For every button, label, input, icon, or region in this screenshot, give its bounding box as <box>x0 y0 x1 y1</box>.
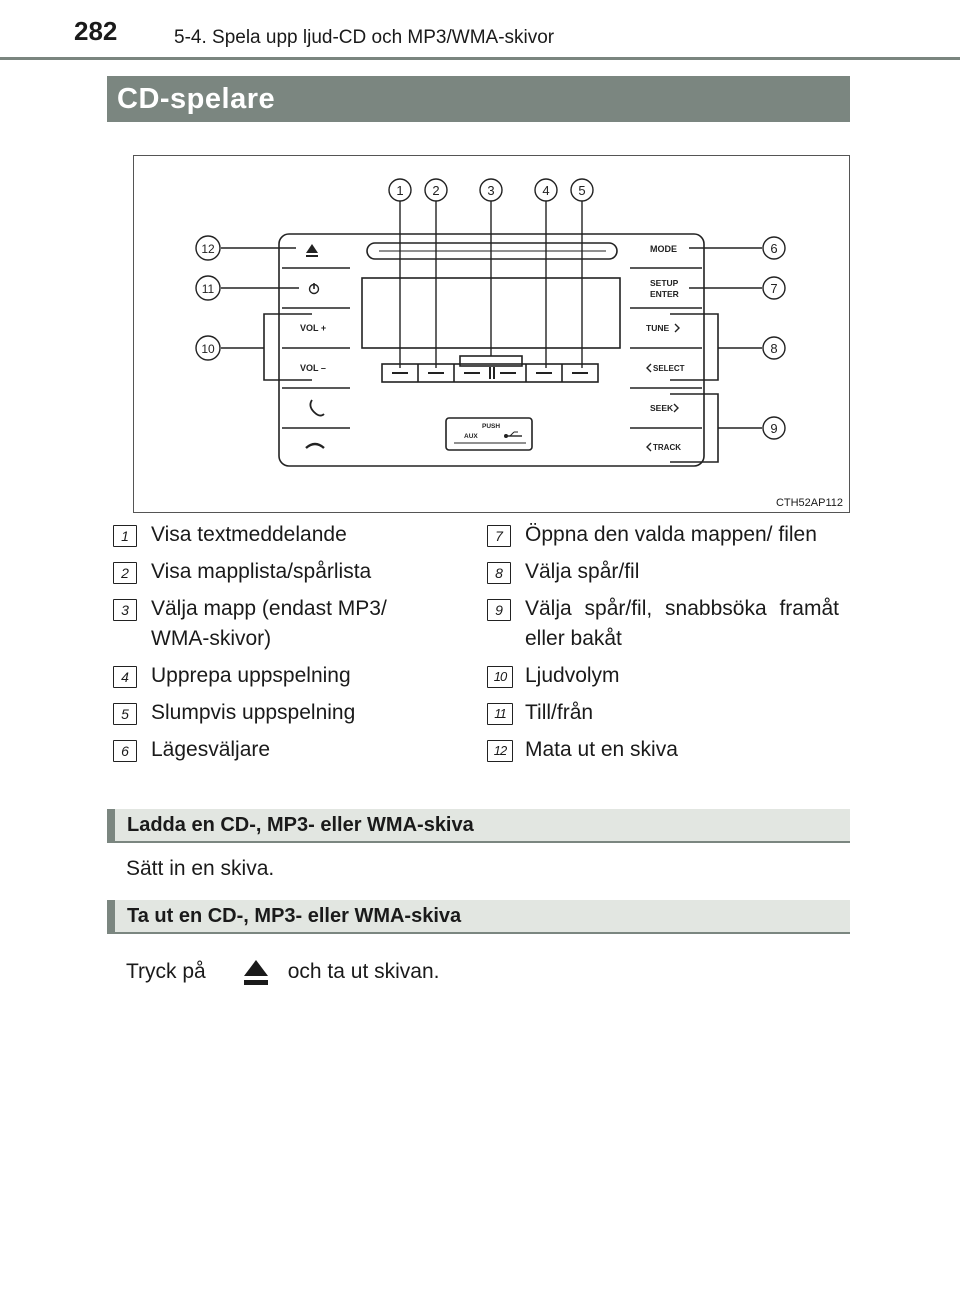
enter-label: ENTER <box>650 289 679 299</box>
callout-4: 4 <box>542 183 549 198</box>
callout-9: 9 <box>770 421 777 436</box>
legend-item: 12 Mata ut en skiva <box>487 735 839 765</box>
legend-item: 6 Lägesväljare <box>113 735 433 765</box>
section-title: CD-spelare <box>107 76 850 122</box>
legend-item: 5 Slumpvis uppspelning <box>113 698 433 728</box>
legend-item: 7 Öppna den valda mappen/ filen <box>487 520 839 550</box>
legend-left: 1 Visa textmeddelande 2 Visa mapplista/s… <box>113 520 433 772</box>
callout-6: 6 <box>770 241 777 256</box>
legend-number: 3 <box>113 599 137 621</box>
setup-label: SETUP <box>650 278 679 288</box>
vol-plus-label: VOL + <box>300 323 326 333</box>
callout-7: 7 <box>770 281 777 296</box>
legend-right: 7 Öppna den valda mappen/ filen 8 Välja … <box>487 520 839 772</box>
cd-player-illustration: VOL + VOL – MODE SETUP ENTER TUNE SELECT… <box>195 178 786 467</box>
callout-3: 3 <box>487 183 494 198</box>
push-label: PUSH <box>482 423 500 430</box>
callout-11: 11 <box>202 282 215 296</box>
hangup-icon <box>305 442 325 449</box>
eject-text-after: och ta ut skivan. <box>287 960 440 983</box>
legend-text: Till/från <box>525 701 594 724</box>
legend-number: 9 <box>487 599 511 621</box>
legend-number: 4 <box>113 666 137 688</box>
callout-10: 10 <box>201 342 215 356</box>
eject-section-text: Tryck på och ta ut skivan. <box>126 960 439 984</box>
legend-text: Upprepa uppspelning <box>151 664 351 687</box>
legend-number: 12 <box>487 740 513 762</box>
legend-number: 6 <box>113 740 137 762</box>
eject-text-before: Tryck på <box>126 960 206 983</box>
legend-number: 2 <box>113 562 137 584</box>
legend-text: Välja mapp (endast MP3/ WMA-skivor) <box>151 597 387 650</box>
header-rule <box>0 57 960 60</box>
legend-text: Välja spår/fil, snabbsöka framåt eller b… <box>525 597 839 650</box>
legend-text: Visa textmeddelande <box>151 523 347 546</box>
legend-text: Visa mapplista/spårlista <box>151 560 372 583</box>
callout-12: 12 <box>201 242 215 256</box>
tune-label: TUNE <box>646 323 669 333</box>
legend-item: 9 Välja spår/fil, snabbsöka framåt eller… <box>487 594 839 654</box>
legend-number: 5 <box>113 703 137 725</box>
load-section-text: Sätt in en skiva. <box>126 857 275 880</box>
eject-icon <box>306 244 318 253</box>
legend-item: 10 Ljudvolym <box>487 661 839 691</box>
legend-number: 11 <box>487 703 513 725</box>
callout-2: 2 <box>432 183 439 198</box>
legend-text: Välja spår/fil <box>525 560 640 583</box>
mode-label: MODE <box>650 244 677 254</box>
legend-item: 8 Välja spår/fil <box>487 557 839 587</box>
legend-number: 8 <box>487 562 511 584</box>
legend-item: 11 Till/från <box>487 698 839 728</box>
vol-minus-label: VOL – <box>300 363 326 373</box>
eject-section-title: Ta ut en CD-, MP3- eller WMA-skiva <box>107 900 850 934</box>
cd-player-figure: VOL + VOL – MODE SETUP ENTER TUNE SELECT… <box>133 155 850 513</box>
select-label: SELECT <box>653 364 685 373</box>
seek-label: SEEK <box>650 403 674 413</box>
legend-text: Öppna den valda mappen/ filen <box>525 523 817 546</box>
legend-text: Lägesväljare <box>151 738 271 761</box>
callout-8: 8 <box>770 341 777 356</box>
legend-item: 3 Välja mapp (endast MP3/ WMA-skivor) <box>113 594 433 654</box>
legend-text: Mata ut en skiva <box>525 738 678 761</box>
legend-number: 10 <box>487 666 513 688</box>
legend-item: 2 Visa mapplista/spårlista <box>113 557 433 587</box>
legend-text: Slumpvis uppspelning <box>151 701 356 724</box>
chapter-title: 5-4. Spela upp ljud-CD och MP3/WMA-skivo… <box>174 27 555 48</box>
page-number: 282 <box>74 16 118 46</box>
aux-label: AUX <box>464 433 478 440</box>
callout-5: 5 <box>578 183 585 198</box>
track-label: TRACK <box>653 443 681 452</box>
callout-1: 1 <box>396 183 403 198</box>
legend-text: Ljudvolym <box>525 664 620 687</box>
legend-number: 7 <box>487 525 511 547</box>
phone-icon <box>309 399 325 417</box>
figure-code: CTH52AP112 <box>775 497 843 509</box>
legend-item: 1 Visa textmeddelande <box>113 520 433 550</box>
legend-item: 4 Upprepa uppspelning <box>113 661 433 691</box>
legend-number: 1 <box>113 525 137 547</box>
eject-icon <box>244 960 268 985</box>
load-section-title: Ladda en CD-, MP3- eller WMA-skiva <box>107 809 850 843</box>
